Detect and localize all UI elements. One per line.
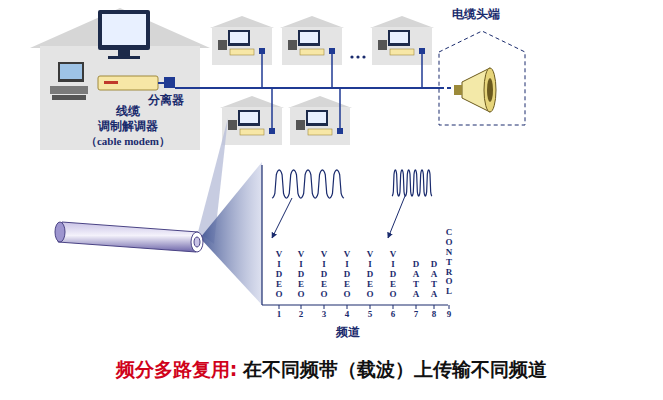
channel-name: VIDEO [389, 250, 398, 299]
axis-title: 频道 [336, 324, 360, 341]
channel-name: VIDEO [366, 250, 375, 299]
node-heading: 电缆头端 [452, 6, 500, 23]
channel-number: 3 [322, 309, 327, 319]
cable-section [55, 222, 203, 252]
channel-name: VIDEO [320, 250, 329, 299]
zoom-wedge [200, 162, 262, 305]
headend-building: 电缆头端 [438, 30, 526, 126]
channel-name: VIDEO [275, 250, 284, 299]
device-label: 调制解调器 [98, 118, 158, 135]
channel-number: 6 [391, 309, 396, 319]
home [30, 8, 210, 150]
carrier-wave [272, 170, 344, 198]
device-label: （cable modem） [86, 134, 170, 149]
neighbour-homes [210, 16, 434, 145]
device-label: 分离器 [148, 92, 184, 109]
channel-number: 1 [277, 309, 282, 319]
channel-name: DATA [430, 260, 439, 300]
channel-ticks [279, 305, 449, 309]
channel-number: 8 [432, 309, 437, 319]
channel-number: 2 [299, 309, 304, 319]
channel-name: DATA [412, 260, 421, 300]
pointer-arrow [388, 196, 405, 238]
dashed-house-outline [438, 30, 526, 126]
dots [350, 55, 365, 58]
cable-line [175, 87, 440, 89]
carrier-wave [392, 170, 432, 196]
channel-number: 9 [447, 309, 452, 319]
channel-number: 4 [345, 309, 350, 319]
pointer-arrow [272, 198, 292, 238]
channel-name: CONTROL [445, 228, 454, 297]
channel-name: VIDEO [343, 250, 352, 299]
caption-lead: 频分多路复用: [116, 357, 238, 383]
channel-number: 5 [368, 309, 373, 319]
device-label: 线缆 [116, 103, 140, 120]
caption-text: 在不同频带（载波）上传输不同频道 [243, 357, 547, 383]
channel-number: 7 [414, 309, 419, 319]
channel-name: VIDEO [297, 250, 306, 299]
spectrum-axes [262, 165, 448, 305]
